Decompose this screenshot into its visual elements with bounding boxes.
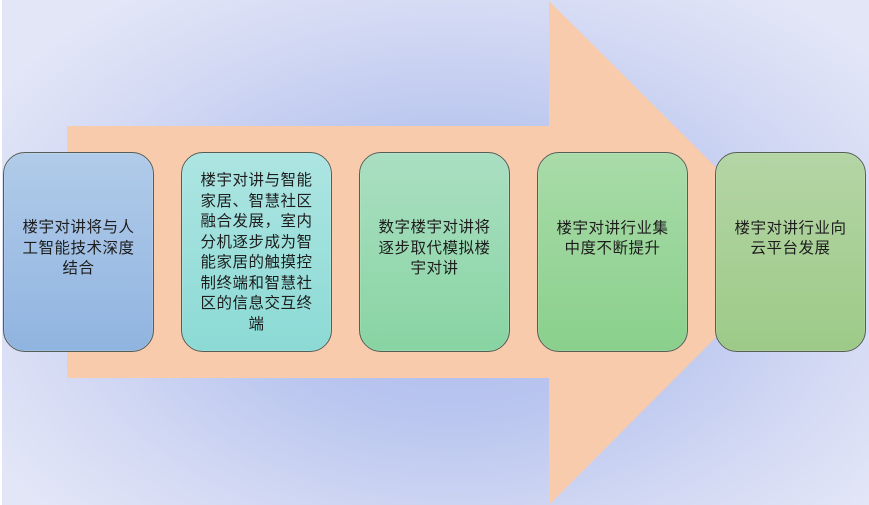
step-box-3: 数字楼宇对讲将逐步取代模拟楼宇对讲: [359, 152, 510, 352]
step-box-1: 楼宇对讲将与人工智能技术深度结合: [3, 152, 154, 352]
step-box-2: 楼宇对讲与智能家居、智慧社区融合发展，室内分机逐步成为智能家居的触摸控制终端和智…: [181, 152, 332, 352]
step-label: 楼宇对讲与智能家居、智慧社区融合发展，室内分机逐步成为智能家居的触摸控制终端和智…: [200, 171, 313, 333]
step-label: 数字楼宇对讲将逐步取代模拟楼宇对讲: [378, 218, 491, 278]
step-label: 楼宇对讲将与人工智能技术深度结合: [22, 218, 135, 278]
step-label: 楼宇对讲行业向云平台发展: [734, 218, 847, 258]
step-label: 楼宇对讲行业集中度不断提升: [556, 218, 669, 258]
step-box-4: 楼宇对讲行业集中度不断提升: [537, 152, 688, 352]
step-box-5: 楼宇对讲行业向云平台发展: [715, 152, 866, 352]
